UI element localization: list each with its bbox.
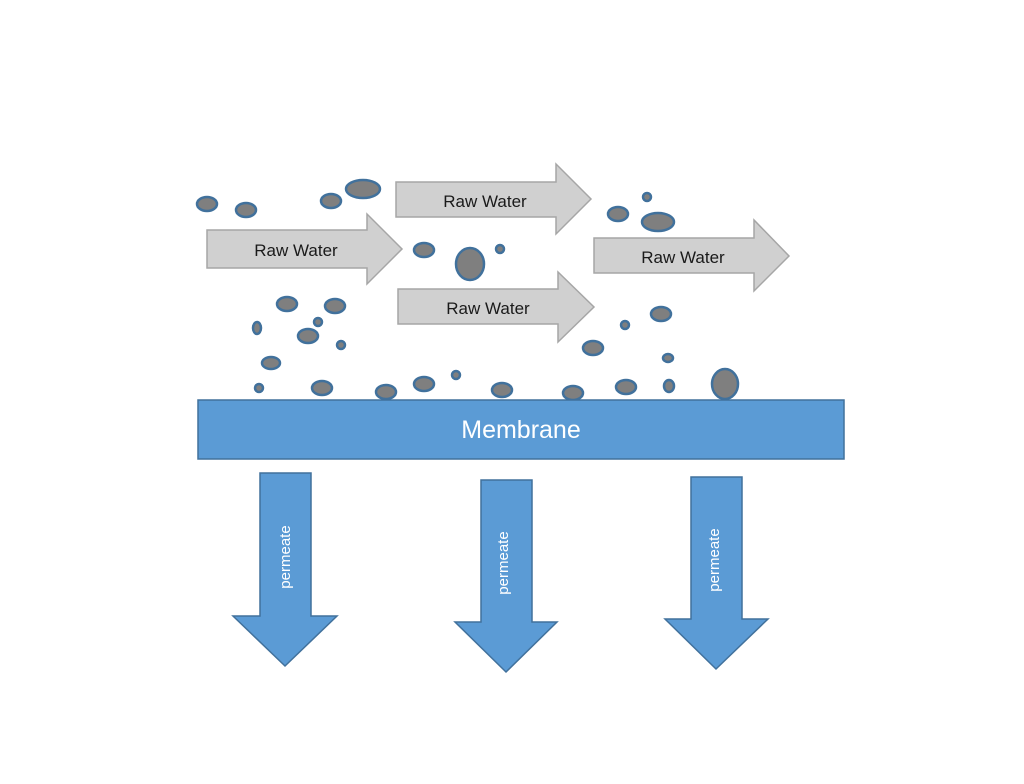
particle: [641, 191, 653, 203]
raw-water-arrow-2-label: Raw Water: [443, 192, 527, 211]
raw-water-arrow-4-label: Raw Water: [641, 248, 725, 267]
particle: [260, 355, 282, 371]
permeate-arrow-1-label: permeate: [277, 525, 294, 588]
particle: [454, 246, 486, 282]
particle: [661, 352, 675, 364]
particle: [450, 369, 462, 381]
permeate-arrow-3: permeate: [663, 476, 770, 671]
particle: [319, 192, 343, 210]
raw-water-arrow-2-shape: [395, 162, 593, 236]
particle: [412, 241, 436, 259]
particle: [490, 381, 514, 399]
membrane-label: Membrane: [461, 416, 581, 444]
particle: [561, 384, 585, 402]
membrane: Membrane: [197, 399, 845, 460]
permeate-arrow-3-shape: [663, 476, 770, 671]
raw-water-arrow-1-label: Raw Water: [254, 241, 338, 260]
particle: [619, 319, 631, 331]
particle: [275, 295, 299, 313]
particle: [581, 339, 605, 357]
permeate-arrow-2: permeate: [453, 479, 559, 674]
permeate-arrow-1: permeate: [231, 472, 339, 668]
particle: [251, 320, 263, 336]
particle: [494, 243, 506, 255]
raw-water-arrow-2: Raw Water: [395, 162, 593, 236]
permeate-arrow-1-shape: [231, 472, 339, 668]
particle: [323, 297, 347, 315]
raw-water-arrow-3: Raw Water: [397, 270, 596, 344]
particle: [614, 378, 638, 396]
raw-water-arrow-3-label: Raw Water: [446, 299, 530, 318]
raw-water-arrow-4: Raw Water: [593, 218, 791, 293]
particle: [662, 378, 676, 394]
particle: [412, 375, 436, 393]
particles: [195, 178, 740, 402]
raw-water-arrow-3-shape: [397, 270, 596, 344]
particle: [649, 305, 673, 323]
particle: [310, 379, 334, 397]
raw-water-arrow-1-shape: [206, 212, 404, 286]
raw-water-arrow-1: Raw Water: [206, 212, 404, 286]
permeate-arrow-2-shape: [453, 479, 559, 674]
particle: [234, 201, 258, 219]
particle: [606, 205, 630, 223]
particle: [195, 195, 219, 213]
particle: [640, 211, 676, 233]
particle: [335, 339, 347, 351]
particle: [253, 382, 265, 394]
particle: [296, 327, 320, 345]
raw-water-arrow-4-shape: [593, 218, 791, 293]
particle: [312, 316, 324, 328]
particle: [344, 178, 382, 200]
particle: [374, 383, 398, 401]
permeate-arrow-3-label: permeate: [706, 528, 723, 591]
membrane-bar: [197, 399, 845, 460]
particle: [710, 367, 740, 401]
permeate-arrow-2-label: permeate: [495, 531, 512, 594]
